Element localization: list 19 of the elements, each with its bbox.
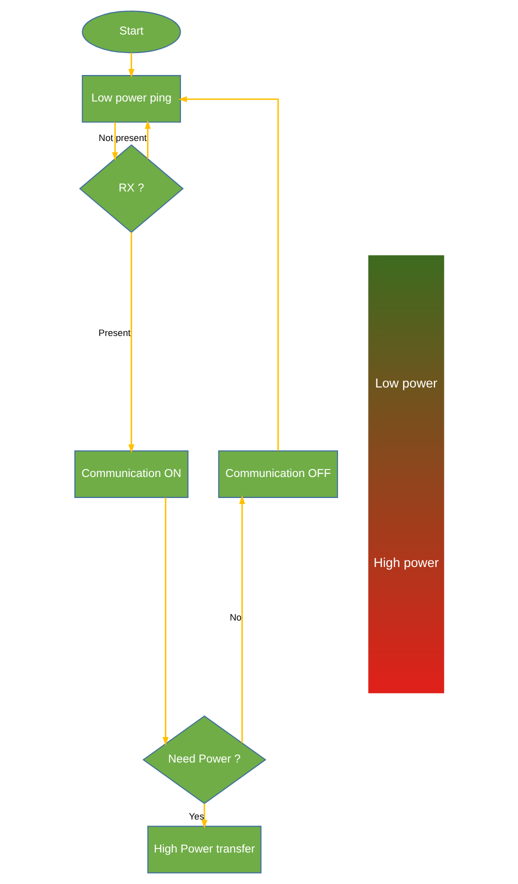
arrow xyxy=(112,122,118,161)
node-diamond: Need Power ? xyxy=(142,715,266,804)
node-box: Low power High power xyxy=(368,255,444,694)
arrow xyxy=(238,495,245,743)
edge-label: Not present xyxy=(98,132,146,143)
arrow xyxy=(162,498,168,746)
node-box: Communication ON xyxy=(74,450,188,498)
edge-label: No xyxy=(229,612,242,623)
arrow xyxy=(144,120,150,159)
arrow xyxy=(128,52,134,78)
node-box: Communication OFF xyxy=(218,450,338,498)
node-box: High Power transfer xyxy=(146,826,261,874)
node-ellipse: Start xyxy=(81,10,180,54)
arrow xyxy=(128,232,134,454)
node-diamond: RX ? xyxy=(78,144,184,234)
edge-label: Present xyxy=(98,328,130,338)
arrow xyxy=(178,96,278,451)
arrow xyxy=(200,804,207,828)
node-box: Low power ping xyxy=(81,75,180,123)
